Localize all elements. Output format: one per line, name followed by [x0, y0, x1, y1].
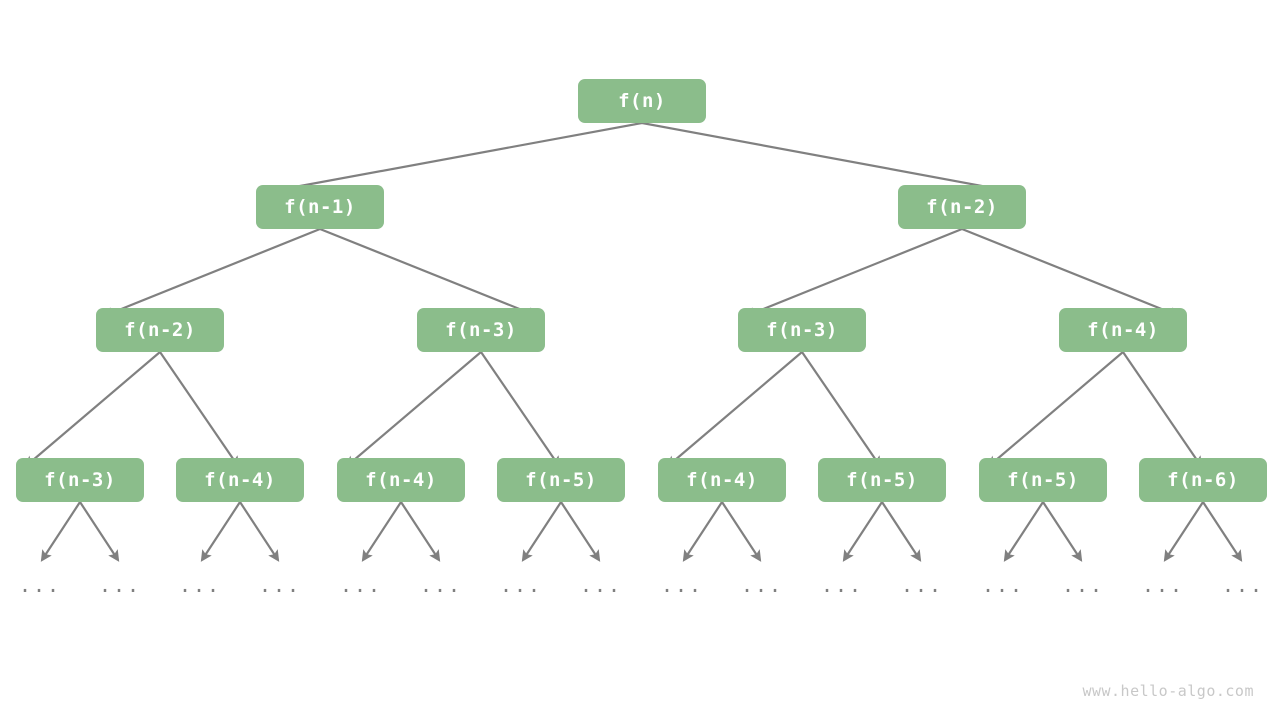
tree-node-level-2-1[interactable]: f(n-3): [417, 308, 545, 352]
tree-node-level-0-0[interactable]: f(n): [578, 79, 706, 123]
tree-edge: [721, 501, 762, 562]
tree-edge: [1163, 501, 1204, 562]
tree-node-level-3-0[interactable]: f(n-3): [16, 458, 144, 502]
tree-ellipsis-12: ...: [981, 573, 1025, 597]
tree-edge: [1003, 501, 1044, 562]
tree-edge: [319, 227, 540, 318]
watermark: www.hello-algo.com: [1082, 682, 1254, 700]
tree-node-level-3-1[interactable]: f(n-4): [176, 458, 304, 502]
tree-edge: [1042, 501, 1083, 562]
tree-ellipsis-9: ...: [740, 573, 784, 597]
tree-ellipsis-8: ...: [660, 573, 704, 597]
tree-edge: [961, 227, 1182, 318]
tree-edge: [666, 351, 803, 468]
tree-edge: [400, 501, 441, 562]
tree-ellipsis-6: ...: [499, 573, 543, 597]
tree-ellipsis-3: ...: [258, 573, 302, 597]
tree-ellipsis-14: ...: [1141, 573, 1185, 597]
tree-edge: [24, 351, 161, 468]
tree-ellipsis-10: ...: [820, 573, 864, 597]
tree-edge: [159, 351, 240, 468]
tree-edge: [881, 501, 922, 562]
tree-edge: [101, 227, 321, 318]
tree-edge: [801, 351, 882, 468]
tree-edge: [521, 501, 562, 562]
tree-ellipsis-15: ...: [1221, 573, 1265, 597]
tree-edge: [743, 227, 963, 318]
tree-edge: [345, 351, 482, 468]
tree-edge: [480, 351, 561, 468]
tree-node-level-3-6[interactable]: f(n-5): [979, 458, 1107, 502]
tree-ellipsis-5: ...: [419, 573, 463, 597]
tree-edge: [1122, 351, 1203, 468]
tree-node-level-1-1[interactable]: f(n-2): [898, 185, 1026, 229]
tree-edge: [641, 121, 1023, 197]
tree-node-level-1-0[interactable]: f(n-1): [256, 185, 384, 229]
tree-edge: [259, 121, 643, 197]
tree-edge: [361, 501, 402, 562]
tree-ellipsis-4: ...: [339, 573, 383, 597]
tree-ellipsis-13: ...: [1061, 573, 1105, 597]
tree-edge: [200, 501, 241, 562]
tree-ellipsis-2: ...: [178, 573, 222, 597]
tree-node-level-2-2[interactable]: f(n-3): [738, 308, 866, 352]
tree-edge: [560, 501, 601, 562]
tree-ellipsis-0: ...: [18, 573, 62, 597]
tree-node-level-2-3[interactable]: f(n-4): [1059, 308, 1187, 352]
tree-ellipsis-11: ...: [900, 573, 944, 597]
tree-edge: [1202, 501, 1243, 562]
tree-node-level-2-0[interactable]: f(n-2): [96, 308, 224, 352]
tree-node-level-3-5[interactable]: f(n-5): [818, 458, 946, 502]
tree-ellipsis-7: ...: [579, 573, 623, 597]
tree-node-level-3-4[interactable]: f(n-4): [658, 458, 786, 502]
tree-edge: [987, 351, 1124, 468]
tree-node-level-3-3[interactable]: f(n-5): [497, 458, 625, 502]
tree-ellipsis-1: ...: [98, 573, 142, 597]
tree-edge: [239, 501, 280, 562]
tree-edges: [24, 121, 1243, 562]
tree-edge: [40, 501, 81, 562]
tree-node-level-3-2[interactable]: f(n-4): [337, 458, 465, 502]
tree-edge: [842, 501, 883, 562]
tree-node-level-3-7[interactable]: f(n-6): [1139, 458, 1267, 502]
tree-edge: [682, 501, 723, 562]
tree-edge: [79, 501, 120, 562]
